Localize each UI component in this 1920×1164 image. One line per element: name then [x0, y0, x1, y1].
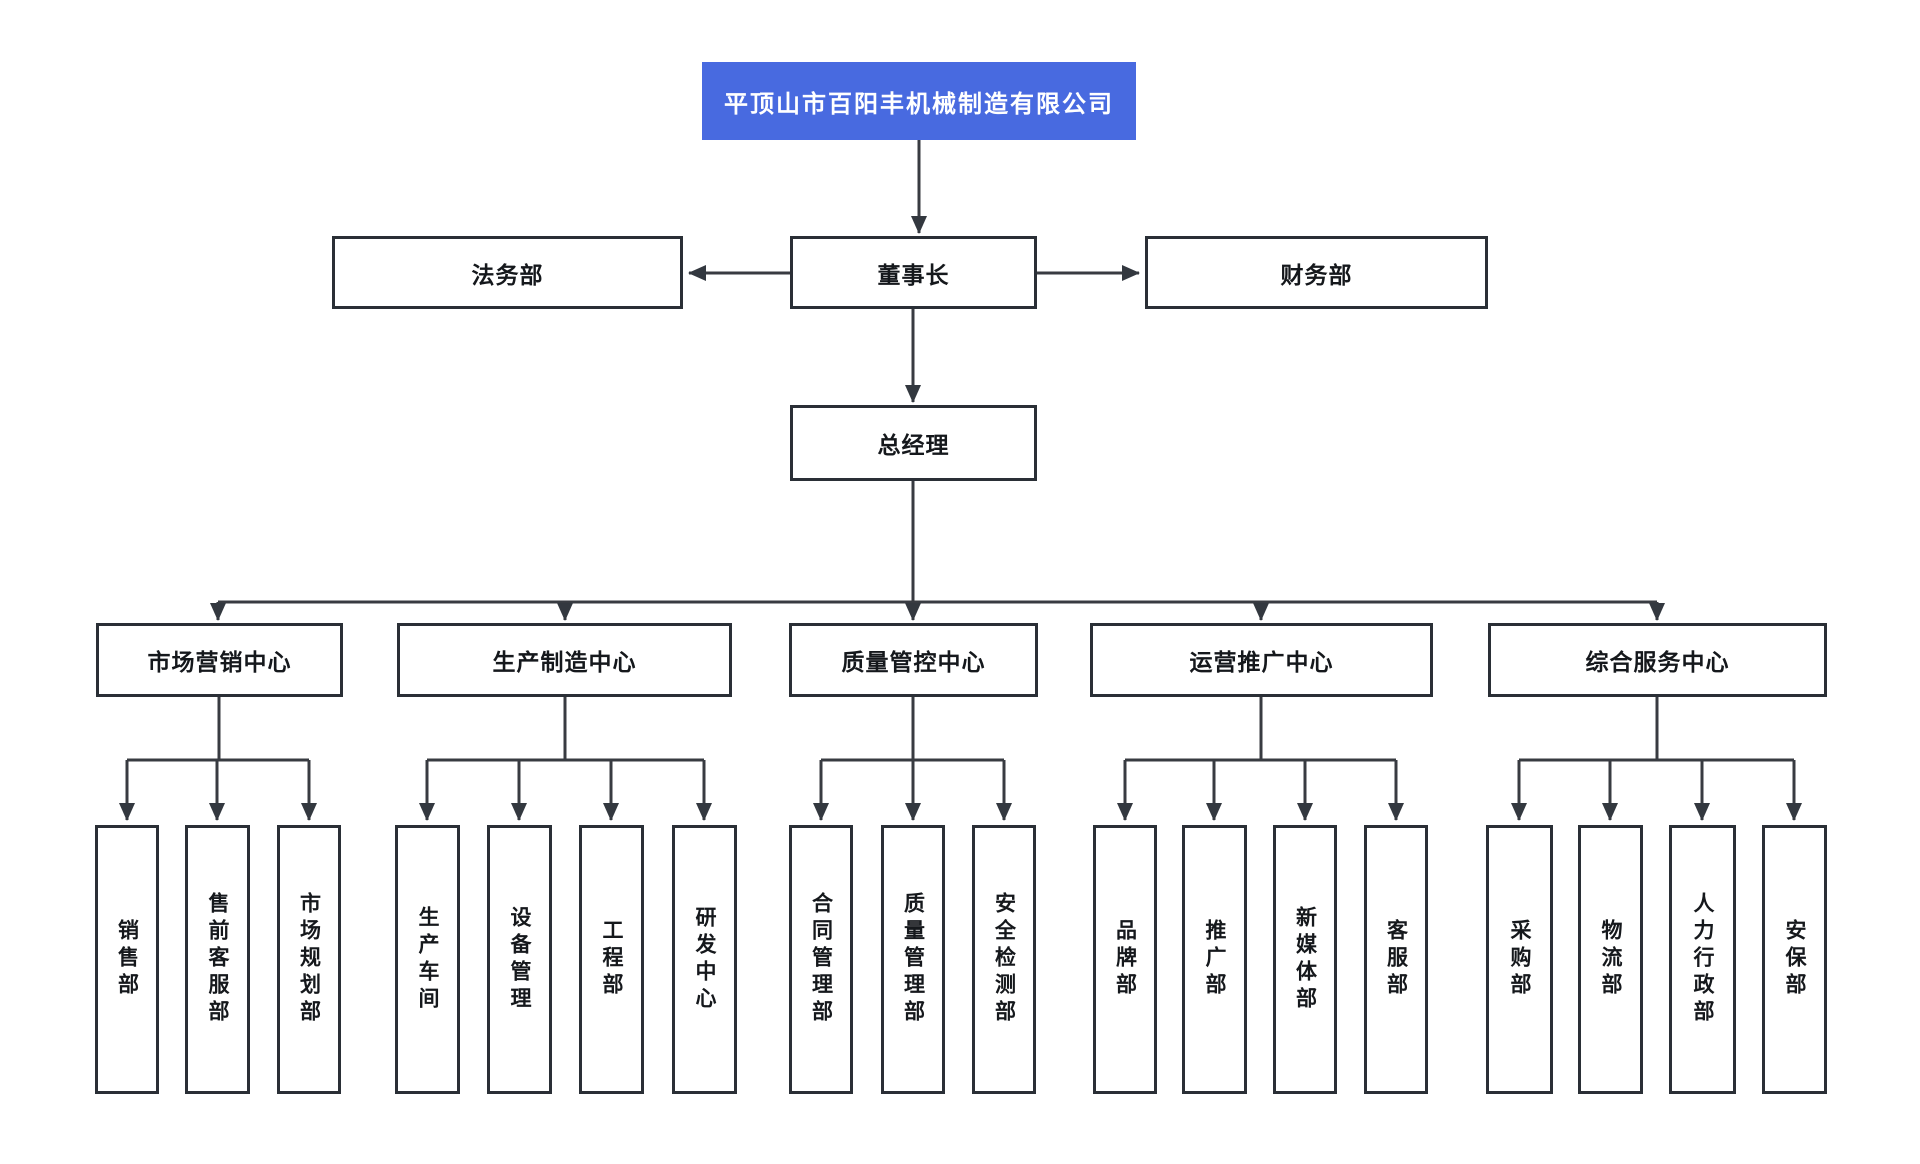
node-company-root: 平顶山市百阳丰机械制造有限公司: [702, 62, 1136, 140]
node-market-planning-dept: 市场规划部: [277, 825, 341, 1094]
node-label: 研发中心: [693, 905, 716, 1014]
node-label: 品牌部: [1113, 919, 1137, 1000]
node-label: 市场营销中心: [147, 649, 292, 675]
node-label: 生产制造中心: [492, 649, 637, 675]
node-new-media-dept: 新媒体部: [1273, 825, 1337, 1094]
node-label: 市场规划部: [297, 892, 321, 1027]
node-label: 法务部: [471, 261, 544, 288]
node-production-workshop: 生产车间: [395, 825, 460, 1094]
node-label: 物流部: [1599, 919, 1622, 1000]
node-operations-promotion-center: 运营推广中心: [1090, 623, 1433, 697]
node-hr-admin-dept: 人力行政部: [1669, 825, 1736, 1094]
node-label: 运营推广中心: [1189, 649, 1334, 675]
node-label: 生产车间: [416, 905, 439, 1014]
connector-rail-operations: [1125, 697, 1396, 762]
node-label: 客服部: [1384, 919, 1408, 1000]
connector-rail-quality: [821, 697, 1004, 762]
connector-rail-production: [427, 697, 704, 762]
node-brand-dept: 品牌部: [1093, 825, 1157, 1094]
node-label: 售前客服部: [206, 892, 229, 1027]
node-security-dept: 安保部: [1762, 825, 1827, 1094]
node-label: 采购部: [1508, 919, 1531, 1000]
node-chairman: 董事长: [790, 236, 1037, 309]
node-quality-control-center: 质量管控中心: [789, 623, 1038, 697]
node-label: 销售部: [115, 919, 139, 1000]
node-label: 综合服务中心: [1585, 649, 1730, 675]
node-finance-dept: 财务部: [1145, 236, 1488, 309]
node-engineering-dept: 工程部: [579, 825, 644, 1094]
node-label: 质量管控中心: [841, 649, 986, 675]
node-quality-management-dept: 质量管理部: [881, 825, 945, 1094]
node-comprehensive-service-center: 综合服务中心: [1488, 623, 1827, 697]
node-label: 安全检测部: [992, 892, 1016, 1027]
connector-gm-rail: [218, 481, 1657, 604]
node-customer-service-dept: 客服部: [1364, 825, 1428, 1094]
company-name-label: 平顶山市百阳丰机械制造有限公司: [724, 90, 1114, 118]
node-general-manager: 总经理: [790, 405, 1037, 481]
node-label: 质量管理部: [901, 892, 925, 1027]
node-procurement-dept: 采购部: [1486, 825, 1553, 1094]
node-label: 工程部: [600, 919, 623, 1000]
connector-rail-marketing: [127, 697, 309, 762]
node-promotion-dept: 推广部: [1182, 825, 1247, 1094]
node-label: 总经理: [877, 432, 950, 458]
node-label: 董事长: [877, 261, 950, 288]
node-label: 推广部: [1203, 919, 1226, 1000]
node-legal-dept: 法务部: [332, 236, 683, 309]
node-label: 安保部: [1783, 919, 1806, 1000]
node-contract-management-dept: 合同管理部: [789, 825, 853, 1094]
node-logistics-dept: 物流部: [1578, 825, 1643, 1094]
node-label: 设备管理: [508, 905, 531, 1014]
node-label: 财务部: [1280, 261, 1353, 288]
node-production-center: 生产制造中心: [397, 623, 732, 697]
connector-rail-services: [1519, 697, 1794, 762]
node-rd-center: 研发中心: [672, 825, 737, 1094]
node-label: 合同管理部: [809, 892, 833, 1027]
node-safety-inspection-dept: 安全检测部: [972, 825, 1036, 1094]
node-label: 新媒体部: [1293, 905, 1317, 1014]
node-equipment-management: 设备管理: [487, 825, 552, 1094]
node-presales-service-dept: 售前客服部: [185, 825, 250, 1094]
node-marketing-center: 市场营销中心: [96, 623, 343, 697]
node-sales-dept: 销售部: [95, 825, 159, 1094]
node-label: 人力行政部: [1691, 892, 1714, 1027]
